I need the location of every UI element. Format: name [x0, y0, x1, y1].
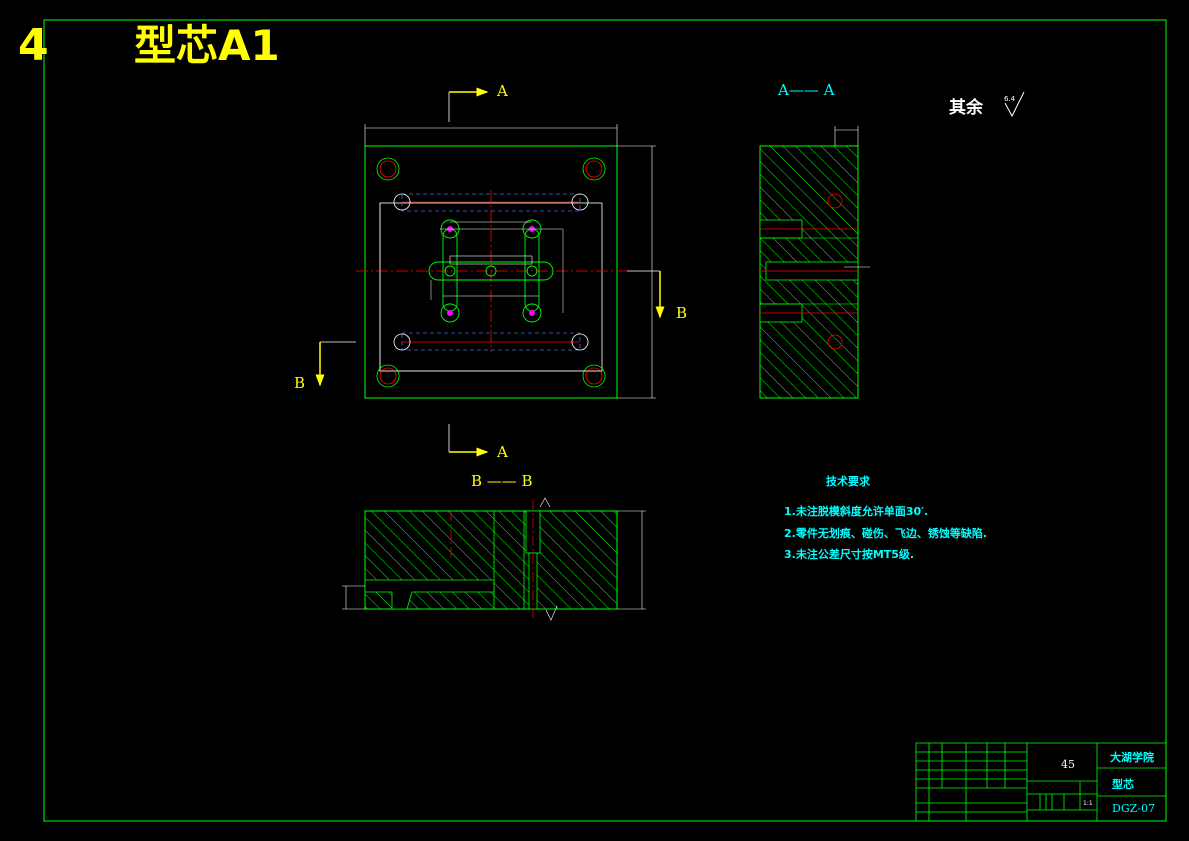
roughness-symbol	[1004, 91, 1025, 118]
section-title-bb: B —— B	[471, 472, 533, 490]
section-view-aa: A—— A	[759, 81, 870, 399]
section-cut-marks	[320, 92, 660, 452]
corner-holes	[376, 157, 606, 388]
hidden-slot-bottom	[401, 332, 581, 351]
plan-dimensions	[364, 124, 656, 399]
title-block-material: 45	[1061, 758, 1075, 771]
tech-item-1: 1.未注脱模斜度允许单面30′.	[784, 504, 928, 518]
hidden-slot-top	[401, 193, 581, 212]
title-block-part-name: 型芯	[1112, 777, 1134, 791]
page-title: 型芯A1	[134, 21, 280, 70]
bb-hatched-body	[364, 510, 618, 610]
section-view-bb: B —— B	[342, 472, 646, 621]
plan-view: A A B B	[294, 82, 687, 461]
cavity-features	[428, 219, 564, 323]
drawing-border	[43, 19, 1167, 822]
tech-requirements: 技术要求 1.未注脱模斜度允许单面30′. 2.零件无划痕、碰伤、飞边、锈蚀等缺…	[784, 474, 987, 561]
tech-item-2: 2.零件无划痕、碰伤、飞边、锈蚀等缺陷.	[784, 526, 987, 540]
section-label-b-right: B	[676, 304, 687, 322]
section-label-a-top: A	[496, 82, 508, 100]
title-block-school: 大湖学院	[1110, 750, 1154, 764]
tech-item-3: 3.未注公差尺寸按MT5级.	[784, 547, 914, 561]
header-number: 4	[18, 20, 49, 71]
section-title-aa: A—— A	[777, 81, 835, 99]
roughness-label: 其余	[949, 97, 984, 118]
title-block-scale: 1:1	[1083, 800, 1093, 807]
section-label-b-left: B	[294, 374, 305, 392]
title-block	[915, 742, 1167, 822]
tech-title: 技术要求	[826, 474, 871, 488]
title-block-drawing-no: DGZ-07	[1112, 802, 1155, 815]
roughness-value: 6.4	[1004, 95, 1016, 103]
section-label-a-bottom: A	[496, 443, 508, 461]
plate-outline	[364, 145, 618, 399]
